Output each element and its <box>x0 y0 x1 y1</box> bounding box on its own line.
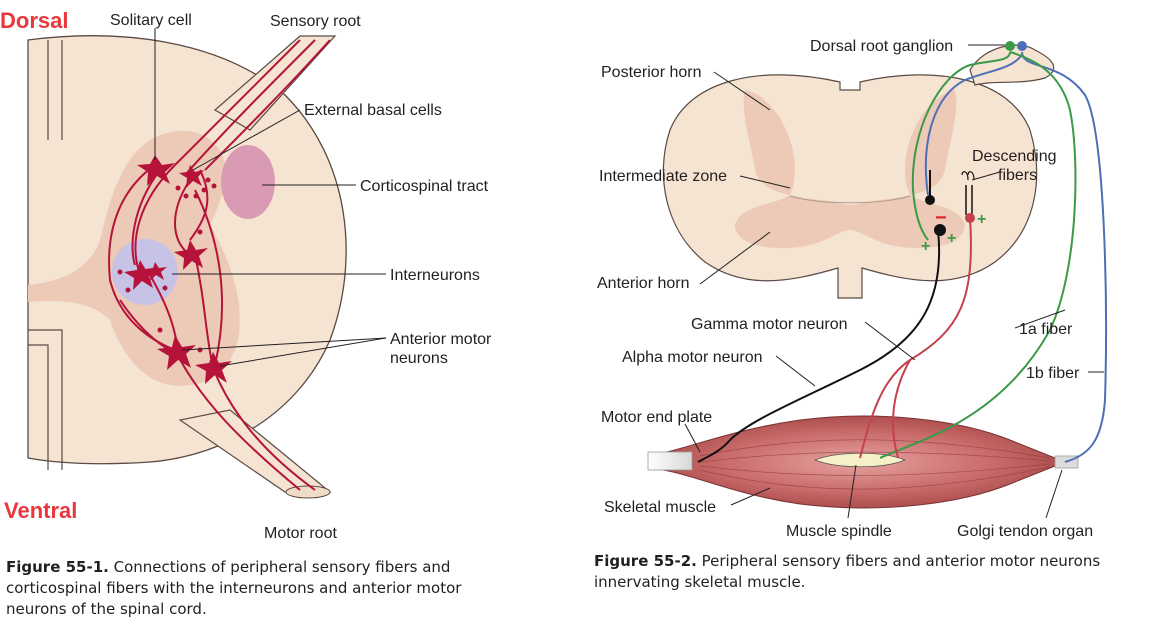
external-basal-cells-label: External basal cells <box>304 102 442 119</box>
inhibitory-sign: − <box>935 207 947 229</box>
excitatory-sign-1: + <box>921 238 930 255</box>
figure-55-2-caption: Figure 55-2. Peripheral sensory fibers a… <box>594 551 1114 593</box>
external-basal-cell-body <box>179 165 204 188</box>
figure-55-1: Dorsal Ventral Solitary cell Sensory roo… <box>0 8 492 542</box>
dorsal-root-ganglion <box>969 44 1055 86</box>
golgi-tendon-organ-label: Golgi tendon organ <box>957 523 1093 540</box>
figure-55-2: − + + + Dorsal root ganglion Posterior h… <box>597 38 1107 540</box>
dorsal-root-ganglion-label: Dorsal root ganglion <box>810 38 953 55</box>
interneuron-body <box>145 262 167 281</box>
posterior-horn-label: Posterior horn <box>601 64 702 81</box>
solitary-cell-label: Solitary cell <box>110 12 192 29</box>
caption-text: Peripheral sensory fibers and anterior m… <box>594 552 1101 591</box>
grey-matter <box>735 90 965 249</box>
interneurons-label: Interneurons <box>390 267 480 284</box>
excitatory-sign-2: + <box>947 230 956 247</box>
anterior-motor-neuron-body <box>157 335 196 370</box>
alpha-motor-neuron-label: Alpha motor neuron <box>622 349 763 366</box>
dorsal-root-ganglion-cell-1a <box>1005 41 1015 51</box>
spinal-cord-section <box>662 74 1038 299</box>
fiber-1b-label: 1b fiber <box>1026 365 1080 382</box>
alpha-motor-fiber <box>697 229 941 463</box>
caption-text: Connections of peripheral sensory fibers… <box>6 558 462 618</box>
fiber-1a-label: 1a fiber <box>1019 321 1073 338</box>
anterior-motor-neurons-label-2: neurons <box>390 350 448 367</box>
interneuron-body <box>124 260 158 290</box>
gamma-motor-neuron-label: Gamma motor neuron <box>691 316 848 333</box>
interneuron-cell <box>925 195 935 205</box>
caption-number: Figure 55-2. <box>594 552 697 570</box>
anterior-motor-neurons-label: Anterior motor <box>390 331 492 348</box>
ventral-label: Ventral <box>4 498 77 523</box>
descending-fibers-label: Descending <box>972 148 1057 165</box>
dorsal-root-ganglion-cell-1b <box>1017 41 1027 51</box>
neuron-cell-bodies <box>124 155 232 384</box>
intermediate-zone-label: Intermediate zone <box>599 168 727 185</box>
alpha-motor-neuron-cell <box>934 224 946 236</box>
sensory-root <box>213 35 337 131</box>
leader-lines <box>684 44 1104 519</box>
anterior-motor-neuron-body <box>195 352 232 384</box>
motor-end-plate-label: Motor end plate <box>601 409 712 426</box>
figure-55-1-caption: Figure 55-1. Connections of peripheral s… <box>6 557 524 620</box>
motor-root-label: Motor root <box>264 525 337 542</box>
fiber-1a <box>911 51 1011 241</box>
caption-number: Figure 55-1. <box>6 558 109 576</box>
excitatory-sign-3: + <box>977 211 986 228</box>
leader-lines <box>154 28 387 367</box>
fiber-1b-central <box>924 54 1023 196</box>
fiber-1a-peripheral <box>879 51 1077 459</box>
corticospinal-tract-label: Corticospinal tract <box>360 178 489 195</box>
descending-fibers-label-2: fibers <box>998 167 1037 184</box>
fiber-1b <box>1021 51 1107 463</box>
sensory-root-label: Sensory root <box>270 13 361 30</box>
gamma-motor-neuron-cell <box>965 213 975 223</box>
dorsal-label: Dorsal <box>0 8 68 33</box>
muscle-spindle-label: Muscle spindle <box>786 523 892 540</box>
interneuron-body <box>174 240 208 270</box>
solitary-cell-body <box>137 155 175 186</box>
skeletal-muscle-label: Skeletal muscle <box>604 499 716 516</box>
corticospinal-tract <box>221 145 275 219</box>
anterior-horn-label: Anterior horn <box>597 275 690 292</box>
gamma-motor-fiber-2 <box>892 359 911 459</box>
gamma-motor-fiber <box>859 217 972 459</box>
